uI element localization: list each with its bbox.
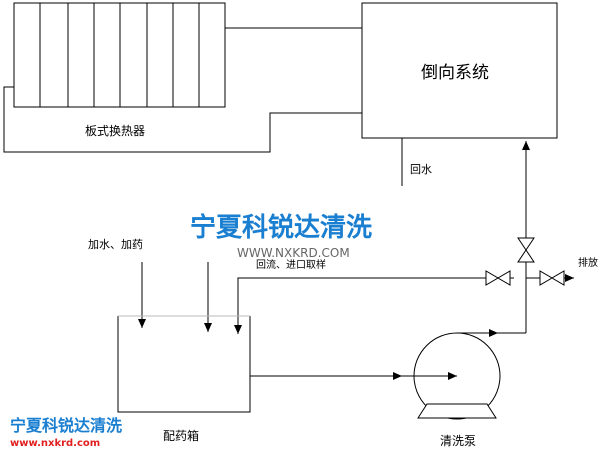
pump-label: 清洗泵 xyxy=(440,434,476,448)
dosing-tank xyxy=(117,316,251,413)
add-water-label: 加水、加药 xyxy=(88,238,143,251)
recirculation-pipe xyxy=(234,277,514,334)
heat-exchanger-label: 板式换热器 xyxy=(85,124,145,138)
watermark-corner-url: www.nxkrd.com xyxy=(10,438,100,449)
riser-valve xyxy=(517,237,535,263)
cleaning-pump xyxy=(402,332,526,420)
reversing-system-label: 倒向系统 xyxy=(421,63,489,83)
exchanger-pipes xyxy=(3,27,362,153)
sampling-valve xyxy=(485,270,511,286)
plate-heat-exchanger xyxy=(13,2,226,108)
watermark-corner-text: 宁夏科锐达清洗 xyxy=(10,416,122,435)
watermark-main-text: 宁夏科锐达清洗 xyxy=(190,212,372,243)
reversing-system-box xyxy=(361,2,558,139)
tank-label: 配药箱 xyxy=(163,428,199,443)
return-water-label: 回水 xyxy=(410,163,432,176)
drain-valve xyxy=(539,270,565,286)
drain-label: 排放 xyxy=(578,256,598,269)
watermark-main-url: WWW.NXKRD.COM xyxy=(237,246,350,260)
sampling-label: 回流、进口取样 xyxy=(256,258,326,271)
